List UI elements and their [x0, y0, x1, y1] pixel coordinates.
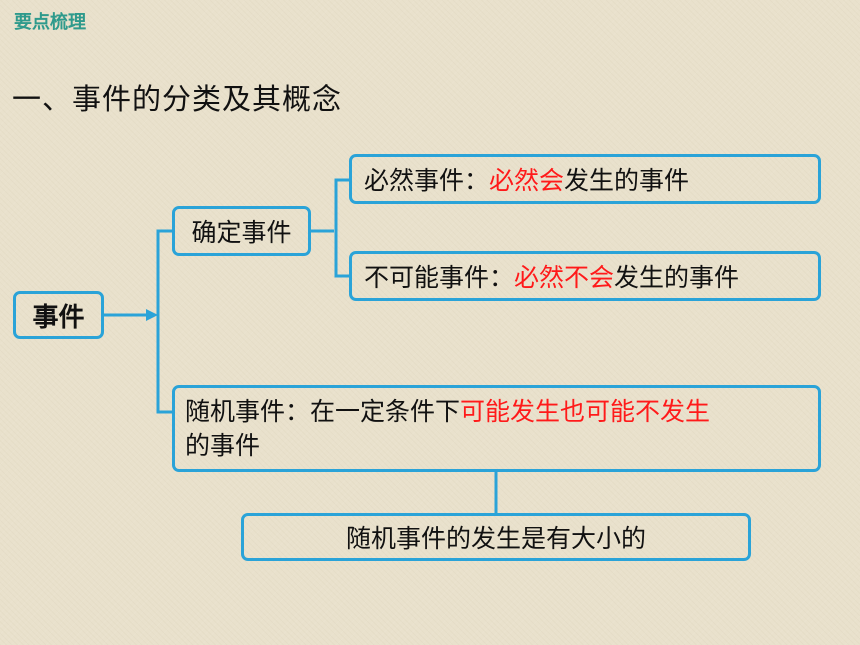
random-event-line1: 随机事件：在一定条件下可能发生也可能不发生 [185, 395, 710, 429]
sure-event-node: 必然事件：必然会发生的事件 [349, 154, 821, 204]
page-title: 一、事件的分类及其概念 [12, 82, 343, 116]
certain-connector [311, 178, 349, 278]
certain-event-label: 确定事件 [191, 218, 292, 247]
random-event-prefix: 随机事件：在一定条件下 [185, 396, 461, 426]
random-size-node: 随机事件的发生是有大小的 [241, 513, 751, 561]
random-size-label: 随机事件的发生是有大小的 [345, 524, 646, 553]
section-tag: 要点梳理 [14, 12, 86, 33]
impossible-event-suffix: 发生的事件 [614, 263, 740, 292]
impossible-event-node: 不可能事件：必然不会发生的事件 [349, 251, 821, 301]
event-root-node: 事件 [13, 291, 104, 339]
sure-event-suffix: 发生的事件 [564, 166, 690, 195]
random-event-highlight: 可能发生也可能不发生 [460, 396, 711, 426]
random-event-node: 随机事件：在一定条件下可能发生也可能不发生 的事件 [172, 385, 821, 472]
sure-event-prefix: 必然事件： [364, 166, 490, 195]
impossible-event-highlight: 必然不会 [514, 263, 615, 292]
certain-event-node: 确定事件 [172, 206, 311, 256]
impossible-event-prefix: 不可能事件： [364, 263, 515, 292]
arrow-head-icon [146, 309, 158, 321]
root-connector [104, 229, 172, 414]
event-root-label: 事件 [32, 302, 85, 333]
random-event-line2: 的事件 [185, 430, 261, 460]
sure-event-highlight: 必然会 [489, 166, 565, 195]
